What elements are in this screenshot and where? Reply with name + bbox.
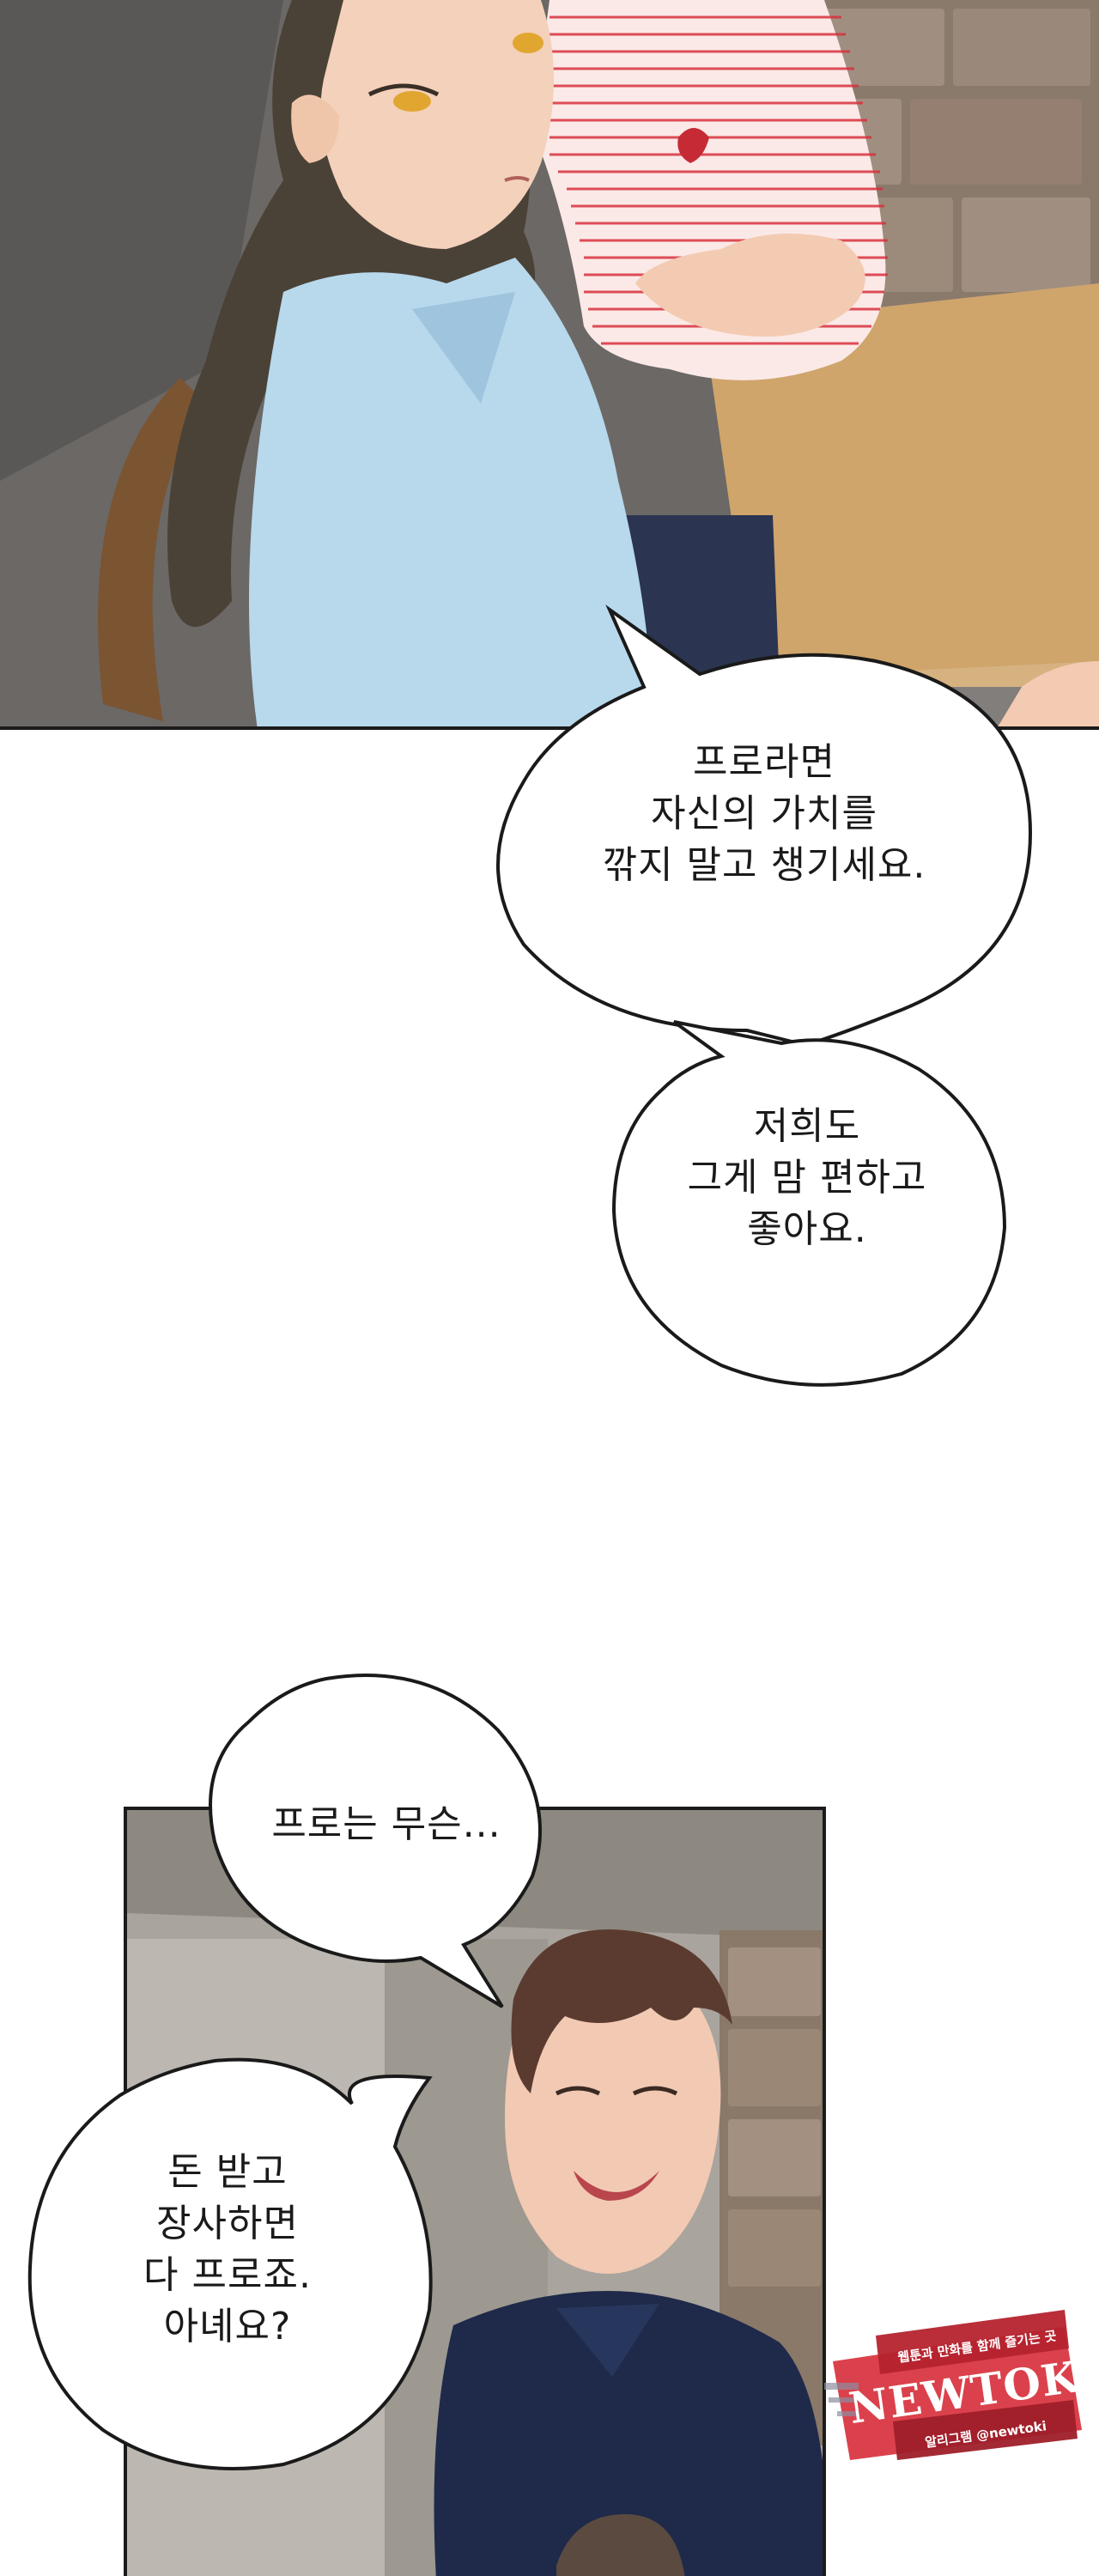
bubble-1-line-3: 깎지 말고 챙기세요. bbox=[602, 843, 926, 887]
speech-bubble-1-shape bbox=[496, 605, 1033, 1058]
speech-bubble-4-shape bbox=[27, 2057, 433, 2470]
speech-bubble-2: 저희도 그게 맘 편하고 좋아요. bbox=[627, 1101, 987, 1255]
bubble-4-line-4: 아녜요? bbox=[163, 2305, 292, 2348]
bubble-2-line-1: 저희도 bbox=[753, 1104, 861, 1148]
bubble-2-line-2: 그게 맘 편하고 bbox=[687, 1156, 927, 1200]
speech-bubble-4: 돈 받고 장사하면 다 프로죠. 아녜요? bbox=[43, 2147, 412, 2353]
man-hair bbox=[511, 1929, 732, 2093]
eye-left bbox=[393, 91, 431, 112]
hands bbox=[635, 234, 865, 337]
watermark-badge-shape bbox=[824, 2310, 1082, 2460]
man-face bbox=[505, 1969, 721, 2274]
eye-right bbox=[513, 33, 543, 53]
top-comic-panel bbox=[0, 0, 1099, 730]
bubble-3-line-1: 프로는 무슨... bbox=[271, 1802, 501, 1846]
face bbox=[320, 0, 554, 249]
wooden-table bbox=[704, 283, 1099, 687]
speech-bubble-3: 프로는 무슨... bbox=[215, 1799, 558, 1850]
speech-bubble-1: 프로라면 자신의 가치를 깎지 말고 챙기세요. bbox=[515, 737, 1013, 891]
bubble-1-line-2: 자신의 가치를 bbox=[651, 792, 877, 835]
bubble-4-line-1: 돈 받고 bbox=[167, 2150, 288, 2194]
top-panel-artwork bbox=[0, 0, 1099, 726]
speech-bubble-3-shape bbox=[209, 1674, 542, 2008]
speech-bubble-2-shape bbox=[611, 1020, 1007, 1387]
wooden-chair bbox=[98, 378, 206, 721]
bubble-4-line-2: 장사하면 bbox=[156, 2202, 299, 2245]
bubble-4-line-3: 다 프로죠. bbox=[143, 2253, 312, 2297]
bubble-1-line-1: 프로라면 bbox=[693, 740, 835, 784]
light-blue-shirt bbox=[249, 258, 653, 726]
navy-shirt bbox=[434, 2291, 823, 2576]
man-mouth bbox=[574, 2171, 659, 2201]
bubble-2-line-3: 좋아요. bbox=[747, 1207, 867, 1251]
newtoki-watermark: 웹툰과 만화를 함께 즐기는 곳 NEWTOKI 알리그램 @newtoki bbox=[824, 2301, 1099, 2473]
